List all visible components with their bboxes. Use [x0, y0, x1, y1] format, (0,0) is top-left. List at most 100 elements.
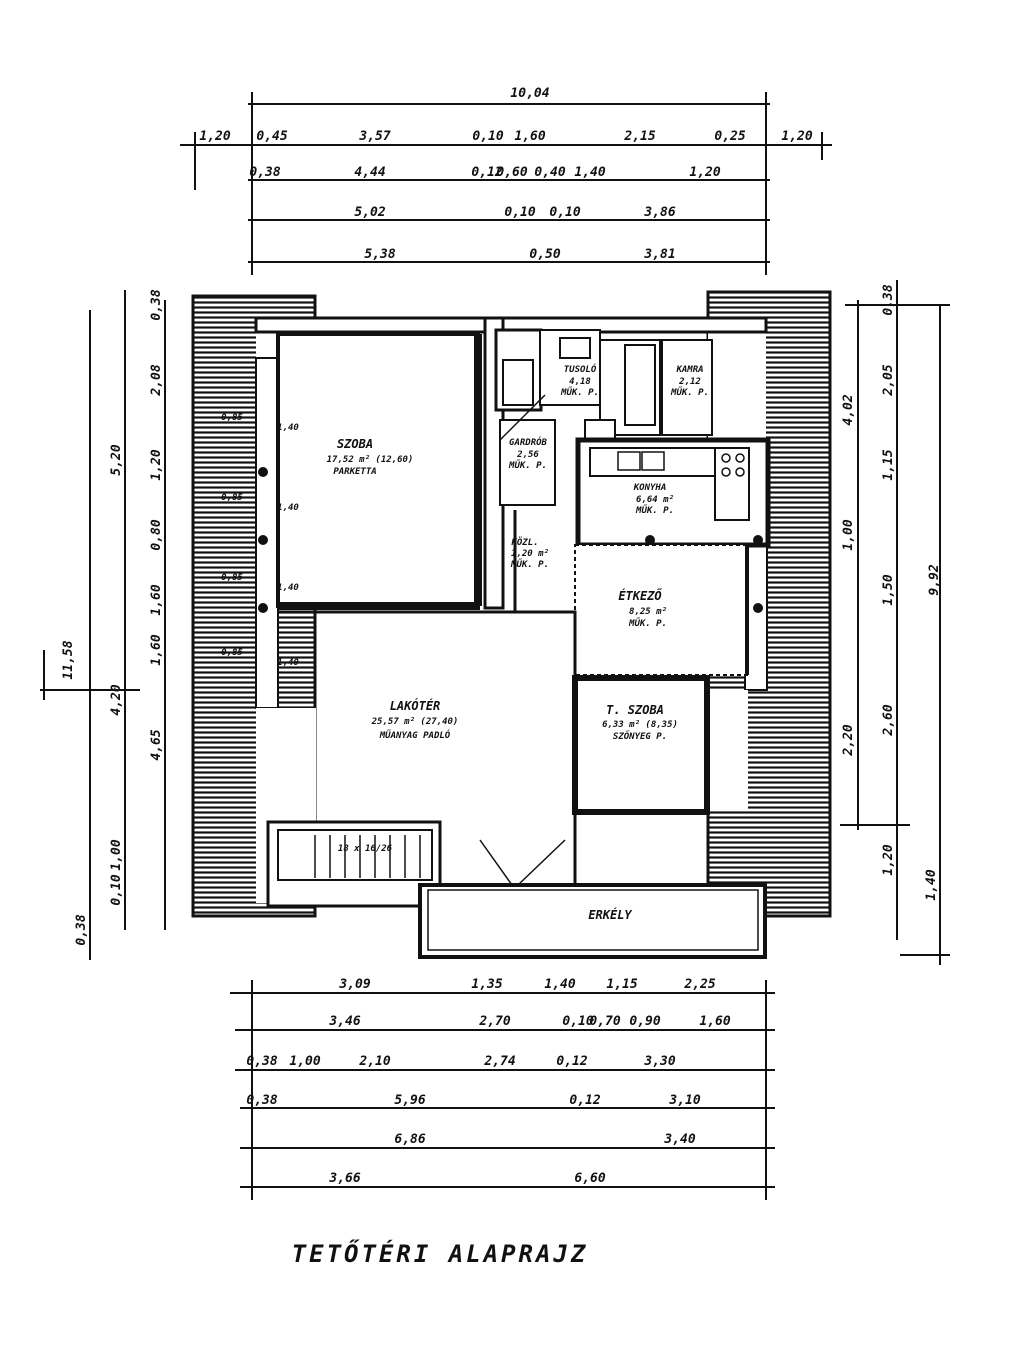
dim-label: 0,12: [471, 165, 502, 180]
dim-label: 2,70: [478, 1014, 510, 1029]
dim-label: 1,20: [149, 449, 164, 480]
room-floor: MŰK. P.: [670, 387, 709, 398]
label-gardrob: GARDRÓB 2,56 MŰK. P.: [508, 436, 548, 471]
window-mark: 0,85: [221, 573, 243, 583]
room-floor: MŰANYAG PADLÓ: [379, 729, 451, 741]
room-name: TUSOLÓ: [564, 363, 597, 375]
dim-label: 3,09: [338, 977, 370, 992]
dim-label: 0,80: [149, 519, 164, 550]
left-dimension-text: 11,58 5,20 4,20 0,38 2,08 1,20 0,80 1,60…: [61, 289, 164, 945]
label-lepcso: 18 x 16/26: [338, 844, 393, 854]
room-floor: MŰK. P.: [635, 505, 674, 516]
stair-spec: 18 x 16/26: [338, 844, 393, 854]
dim-overall-top: 10,04: [510, 86, 549, 101]
room-szoba: [276, 332, 482, 610]
room-name: KÖZL.: [510, 537, 538, 548]
dim-label: 1,20: [781, 129, 812, 144]
dim-label: 0,25: [714, 129, 745, 144]
room-area: 17,52 m² (12,60): [327, 455, 414, 465]
dim-label: 1,60: [149, 634, 164, 665]
room-floor: MŰK. P.: [560, 387, 599, 398]
dim-label: 0,38: [881, 284, 896, 315]
dim-label: 3,86: [643, 205, 675, 220]
staircase: [314, 835, 421, 878]
dimension-lines-left: [40, 290, 166, 960]
window-marks: 0,85 1,40 0,85 1,40 0,85 1,40 0,85 1,40: [221, 413, 299, 668]
dimension-lines-top: [180, 92, 832, 275]
dim-label: 1,15: [881, 449, 896, 480]
room-floor: MŰK. P.: [628, 618, 667, 629]
dim-label: 4,20: [109, 684, 124, 715]
room-name: GARDRÓB: [509, 436, 548, 448]
label-tusolo: TUSOLÓ 4,18 MŰK. P.: [560, 363, 599, 398]
label-szoba: SZOBA 17,52 m² (12,60) PARKETTA: [327, 437, 414, 477]
dim-overall-right: 9,92: [927, 564, 942, 595]
dim-label: 0,10: [109, 874, 124, 905]
exterior-walls: [254, 316, 768, 908]
dim-label: 1,40: [574, 165, 605, 180]
dim-label: 3,10: [668, 1093, 700, 1108]
room-floor: MŰK. P.: [510, 559, 549, 570]
dim-label: 0,10: [472, 129, 503, 144]
room-area: 8,25 m²: [629, 607, 667, 617]
room-area: 2,12: [678, 377, 701, 387]
dim-label: 6,86: [394, 1132, 425, 1147]
dim-label: 1,50: [881, 574, 896, 605]
dimension-lines-bottom: [230, 980, 775, 1200]
top-dimension-text: 10,04 1,20 0,45 3,57 0,10 1,60 2,15 0,25…: [199, 86, 812, 262]
label-etkezo: ÉTKEZŐ 8,25 m² MŰK. P.: [618, 588, 667, 629]
drawing-title: TETŐTÉRI ALAPRAJZ: [292, 1238, 589, 1268]
dim-label: 5,02: [354, 205, 385, 220]
room-name: ÉTKEZŐ: [618, 588, 662, 603]
dim-label: 0,60: [496, 165, 527, 180]
dim-label: 0,70: [589, 1014, 620, 1029]
dim-label: 0,40: [534, 165, 565, 180]
room-name: SZOBA: [337, 437, 373, 451]
dim-label: 2,05: [881, 364, 896, 396]
dim-label: 0,38: [246, 1054, 277, 1069]
dim-label: 1,40: [924, 869, 939, 900]
dim-label: 3,81: [643, 247, 675, 262]
dim-label: 1,20: [689, 165, 720, 180]
dim-label: 1,20: [881, 844, 896, 875]
right-dimension-text: 9,92 4,02 2,20 0,38 2,05 1,15 1,00 1,50 …: [841, 284, 942, 900]
room-etkezo: [574, 544, 749, 676]
dim-label: 0,10: [504, 205, 535, 220]
window-mark: 0,85: [221, 493, 243, 503]
dim-label: 3,40: [663, 1132, 695, 1147]
dim-label: 3,46: [328, 1014, 360, 1029]
dim-label: 0,12: [569, 1093, 600, 1108]
dim-label: 1,00: [289, 1054, 320, 1069]
window-mark: 1,40: [277, 583, 299, 593]
bottom-dimension-text: 3,09 1,35 1,40 1,15 2,25 3,46 2,70 0,10 …: [246, 977, 730, 1186]
dim-label: 3,30: [643, 1054, 675, 1069]
label-tszoba: T. SZOBA 6,33 m² (8,35) SZŐNYEG P.: [602, 703, 678, 742]
dim-label: 2,74: [483, 1054, 515, 1069]
dim-label: 5,38: [364, 247, 395, 262]
window-mark: 0,85: [221, 648, 243, 658]
dim-overall-left: 11,58: [61, 640, 76, 679]
room-area: 1,20 m²: [511, 549, 549, 559]
dim-label: 2,10: [358, 1054, 390, 1069]
room-floor: MŰK. P.: [508, 460, 547, 471]
label-kozl: KÖZL. 1,20 m² MŰK. P.: [510, 537, 549, 570]
dim-label: 1,15: [606, 977, 637, 992]
room-tszoba: [572, 675, 710, 815]
label-lakoter: LAKÓTÉR 25,57 m² (27,40) MŰANYAG PADLÓ: [371, 698, 459, 741]
dim-label: 0,38: [74, 914, 89, 945]
dim-label: 0,50: [529, 247, 560, 262]
dim-label: 0,38: [246, 1093, 277, 1108]
dim-label: 2,60: [881, 704, 896, 736]
balcony: [418, 883, 767, 959]
dim-label: 4,65: [149, 729, 164, 760]
room-konyha: [575, 437, 771, 548]
room-name: KAMRA: [675, 365, 703, 375]
dim-label: 1,60: [149, 584, 164, 615]
dim-label: 1,60: [699, 1014, 730, 1029]
window-mark: 1,40: [277, 423, 299, 433]
dim-label: 1,20: [199, 129, 230, 144]
dim-label: 0,12: [556, 1054, 587, 1069]
window-mark: 1,40: [277, 503, 299, 513]
dim-label: 2,25: [683, 977, 715, 992]
